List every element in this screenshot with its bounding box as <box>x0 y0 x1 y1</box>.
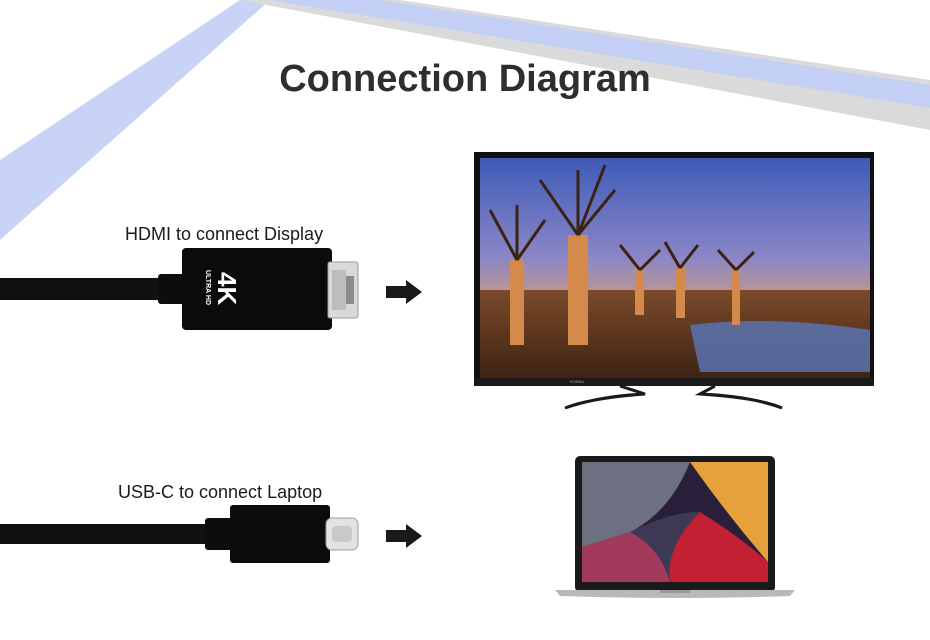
laptop <box>555 456 795 598</box>
arrow-right-icon <box>386 524 422 548</box>
usbc-housing <box>230 505 330 563</box>
page-title: Connection Diagram <box>279 58 651 100</box>
tv-brand-text: KONKA <box>570 379 584 384</box>
top-gray-stripe <box>240 0 930 130</box>
usbc-label: USB-C to connect Laptop <box>118 482 323 502</box>
hdmi-label: HDMI to connect Display <box>125 224 324 244</box>
hdmi-cable <box>0 278 170 300</box>
usbc-connector <box>0 505 359 563</box>
left-blue-stripe <box>0 0 270 240</box>
hdmi-housing <box>182 248 332 330</box>
badge-ultrahd-text: ULTRA HD <box>204 270 211 305</box>
tv-display: KONKA <box>474 152 874 410</box>
top-blue-stripe <box>270 0 930 108</box>
arrow-right-icon <box>386 280 422 304</box>
badge-4k-text: 4K <box>212 272 242 305</box>
hdmi-connector: 4K ULTRA HD <box>0 248 359 330</box>
usbc-cable <box>0 524 215 544</box>
